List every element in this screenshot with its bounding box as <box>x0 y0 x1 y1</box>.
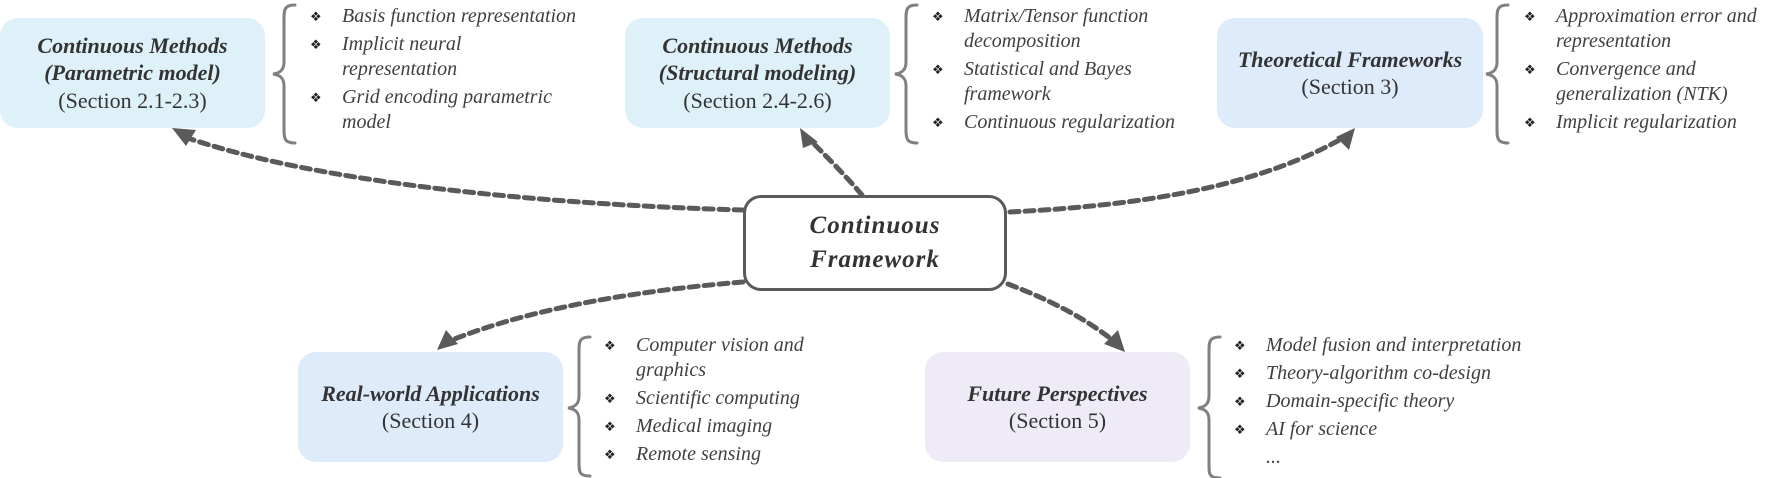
center-line-1: Continuous <box>809 212 941 240</box>
node-title: Real-world Applications <box>321 380 540 406</box>
node-title: Continuous Methods <box>662 32 853 58</box>
arrow-to-parametric <box>179 133 746 213</box>
arrowhead-icon <box>172 128 196 146</box>
diamond-bullet-icon: ❖ <box>604 447 616 462</box>
list-parametric: ❖Basis function representation ❖Implicit… <box>310 4 630 138</box>
central-node-continuous-framework: Continuous Framework <box>743 195 1007 291</box>
list-item: ❖Scientific computing <box>604 387 800 409</box>
diamond-bullet-icon: ❖ <box>932 115 944 130</box>
brace-structural <box>894 3 919 145</box>
node-title: Theoretical Frameworks <box>1237 46 1463 72</box>
diamond-bullet-icon: ❖ <box>604 391 616 406</box>
brace-parametric <box>272 3 297 145</box>
node-section: (Section 4) <box>381 408 480 433</box>
arrow-to-future <box>1005 281 1118 345</box>
node-real-world-applications: Real-world Applications (Section 4) <box>298 352 563 462</box>
list-item: ❖Statistical and Bayes framework <box>932 58 1132 105</box>
center-line-2: Framework <box>810 246 940 273</box>
diamond-bullet-icon: ❖ <box>1524 115 1536 130</box>
diamond-bullet-icon: ❖ <box>1234 422 1246 437</box>
list-item: ❖Computer vision and graphics <box>604 334 804 381</box>
list-item: ❖Remote sensing <box>604 443 761 465</box>
list-item: ❖Grid encoding parametric model <box>310 86 552 133</box>
arrowhead-icon <box>437 330 458 350</box>
node-section: (Section 2.4-2.6) <box>683 87 832 113</box>
list-future: ❖Model fusion and interpretation ❖Theory… <box>1234 333 1574 473</box>
list-item: ❖AI for science <box>1234 418 1378 440</box>
diamond-bullet-icon: ❖ <box>1234 394 1246 409</box>
brace-future <box>1197 335 1222 478</box>
diamond-bullet-icon: ❖ <box>932 9 944 24</box>
list-theory: ❖Approximation error and representation … <box>1524 4 1764 138</box>
diamond-bullet-icon: ❖ <box>604 338 616 353</box>
list-item: ❖Implicit neural representation <box>310 33 462 80</box>
node-title: Future Perspectives <box>967 380 1148 406</box>
list-item: ❖Theory-algorithm co-design <box>1234 362 1491 384</box>
node-structural-methods: Continuous Methods (Structural modeling)… <box>625 18 890 128</box>
arrowhead-icon <box>1104 330 1125 352</box>
list-item: ❖Model fusion and interpretation <box>1234 334 1522 356</box>
node-section: (Section 2.1-2.3) <box>58 87 207 113</box>
diamond-bullet-icon: ❖ <box>1234 366 1246 381</box>
node-subtitle: (Parametric model) <box>44 60 221 86</box>
diamond-bullet-icon: ❖ <box>1234 338 1246 353</box>
diamond-bullet-icon: ❖ <box>1524 62 1536 77</box>
arrow-to-theory <box>1007 135 1346 215</box>
list-item: ❖Domain-specific theory <box>1234 390 1455 412</box>
list-item: ❖Implicit regularization <box>1524 111 1737 133</box>
arrow-to-structural <box>805 135 865 198</box>
node-section: (Section 5) <box>1008 408 1107 433</box>
diamond-bullet-icon: ❖ <box>310 90 322 105</box>
brace-applications <box>567 335 592 478</box>
node-section: (Section 3) <box>1301 74 1399 99</box>
node-subtitle: (Structural modeling) <box>658 60 857 86</box>
diamond-bullet-icon: ❖ <box>310 37 322 52</box>
node-future-perspectives: Future Perspectives (Section 5) <box>925 352 1190 462</box>
node-parametric-methods: Continuous Methods (Parametric model) (S… <box>0 18 265 128</box>
diamond-bullet-icon: ❖ <box>932 62 944 77</box>
brace-theory <box>1485 3 1510 145</box>
list-item: ❖Approximation error and representation <box>1524 5 1757 52</box>
list-item: ❖Convergence and generalization (NTK) <box>1524 58 1728 105</box>
list-applications: ❖Computer vision and graphics ❖Scientifi… <box>604 333 844 470</box>
arrowhead-icon <box>1336 128 1355 150</box>
node-title: Continuous Methods <box>37 32 228 58</box>
diamond-bullet-icon: ❖ <box>310 9 322 24</box>
list-item: ❖Matrix/Tensor function decomposition <box>932 5 1149 52</box>
list-item-ellipsis: ... <box>1266 446 1281 468</box>
diamond-bullet-icon: ❖ <box>1524 9 1536 24</box>
node-theoretical-frameworks: Theoretical Frameworks (Section 3) <box>1217 18 1483 128</box>
list-item: ❖Continuous regularization <box>932 111 1175 133</box>
list-structural: ❖Matrix/Tensor function decomposition ❖S… <box>932 4 1202 138</box>
diamond-bullet-icon: ❖ <box>604 419 616 434</box>
list-item: ❖Basis function representation <box>310 5 577 27</box>
list-item: ❖Medical imaging <box>604 415 773 437</box>
arrowhead-icon <box>800 128 818 148</box>
